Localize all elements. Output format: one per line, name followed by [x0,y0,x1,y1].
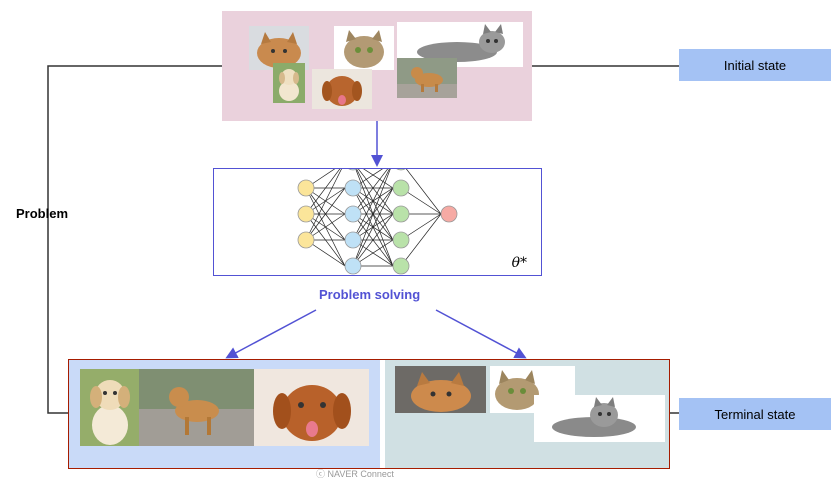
problem-bracket-line [47,65,222,414]
arrow-to-dogs [225,309,317,359]
dog-photo [397,58,457,98]
dog-photo [139,369,254,446]
network-edge [305,161,346,241]
cat-photo [334,26,394,70]
theta-star-label: θ* [511,255,527,271]
network-node [344,179,362,197]
cat-photo [534,395,665,442]
cat-group [385,360,669,468]
dog-photo [80,369,139,446]
cat-photo [395,366,486,413]
network-node [344,205,362,223]
problem-solving-label: Problem solving [319,287,421,302]
dog-photo [273,63,305,103]
initial-image-set [222,11,532,121]
network-node [297,205,315,223]
dog-photo [312,69,372,109]
network-node [297,179,315,197]
network-node [392,179,410,197]
network-edge [400,161,442,215]
dog-group [69,360,380,468]
network-edge [352,213,394,267]
arrow-to-cats [435,309,527,359]
initial-state-label: Initial state [679,49,831,81]
network-edge [352,187,394,267]
problem-label: Problem [16,206,69,221]
network-node [392,205,410,223]
network-node [392,231,410,249]
terminal-state-label: Terminal state [679,398,831,430]
network-edge [352,161,394,267]
network-node [344,257,362,275]
network-edge [352,161,394,241]
cat-photo [249,26,309,70]
network-edge [400,213,442,267]
terminal-image-set [68,359,670,469]
network-edge [305,187,346,241]
copyright-footer: ⓒ NAVER Connect [316,469,394,479]
network-node [440,205,458,223]
network-edge [352,161,394,215]
neural-network-box: θ* [213,153,542,276]
network-node [344,231,362,249]
network-edge [352,161,394,241]
network-node [392,257,410,275]
network-edge [305,161,346,215]
dog-photo [254,369,369,446]
network-node [297,231,315,249]
neural-network-diagram [297,153,458,275]
